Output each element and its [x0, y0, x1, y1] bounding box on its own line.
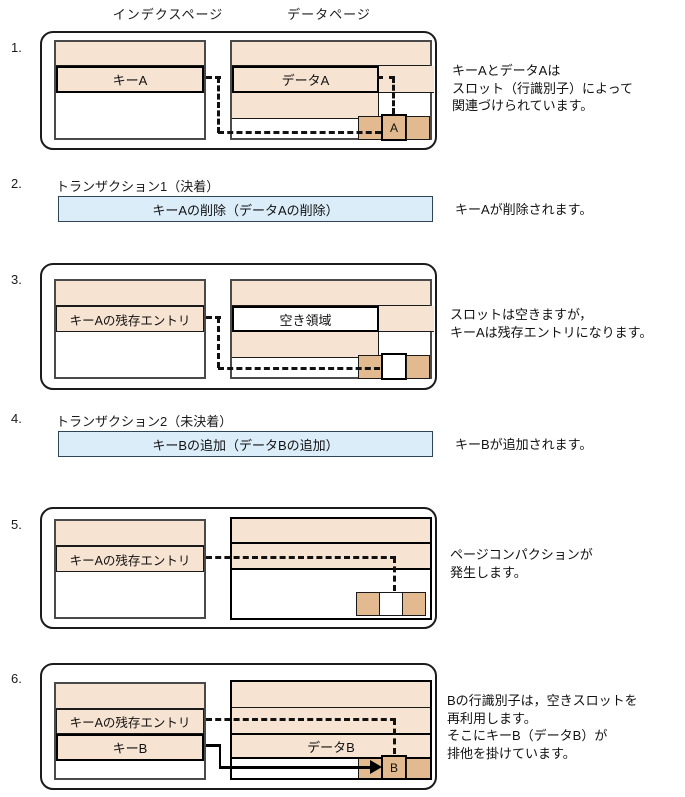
dashed-link	[217, 317, 220, 368]
step3-residual-entry-box: キーAの残存エントリ	[56, 306, 204, 332]
slot-right	[406, 116, 430, 140]
index-band	[56, 281, 204, 306]
step4-caption: キーBが追加されます。	[455, 437, 593, 452]
step5-caption: ページコンパクションが 発生します。	[450, 547, 593, 580]
step3-panel: キーAの残存エントリ 空き領域	[40, 263, 437, 390]
data-band	[232, 42, 430, 66]
data-band-right	[379, 66, 434, 93]
arrow-line	[206, 744, 221, 747]
dashed-link	[218, 131, 381, 134]
step3-free-area-box: 空き領域	[232, 306, 379, 332]
data-band	[232, 519, 430, 544]
slot-right	[406, 355, 430, 379]
step1-data-a-box: データA	[232, 66, 379, 93]
arrow-head	[370, 760, 382, 774]
step5-data-page	[230, 517, 432, 620]
step6-data-b-box: データB	[232, 733, 430, 759]
step6-index-page: キーAの残存エントリ キーB	[54, 682, 206, 780]
data-band-lower	[232, 332, 379, 358]
step3-caption: スロットは空きますが， キーAは残存エントリになります。	[450, 307, 653, 340]
step4-action-box: キーBの追加（データBの追加）	[58, 431, 433, 457]
dashed-link	[377, 75, 395, 79]
data-band	[232, 281, 430, 306]
dashed-link	[206, 315, 221, 319]
step2-action-box: キーAの削除（データAの削除）	[58, 196, 433, 222]
dashed-link	[393, 557, 396, 591]
step3-index-page: キーAの残存エントリ	[54, 279, 206, 379]
slot-left	[356, 592, 380, 616]
step5-panel: キーAの残存エントリ	[40, 507, 437, 629]
step3-number: 3.	[11, 272, 22, 287]
slot-left	[358, 116, 382, 140]
dashed-link	[217, 77, 220, 133]
dashed-link	[206, 75, 221, 79]
data-band-right	[379, 306, 434, 332]
step1-slot-a: A	[381, 114, 407, 141]
data-band-lower	[232, 93, 379, 119]
step6-residual-entry-box: キーAの残存エントリ	[56, 709, 204, 734]
index-band	[56, 521, 204, 546]
index-band	[56, 684, 204, 709]
index-page-header: インデクスページ	[112, 7, 224, 22]
step6-key-b-box: キーB	[56, 734, 204, 761]
step2-caption: キーAが削除されます。	[455, 202, 593, 217]
data-band	[232, 682, 430, 708]
step1-number: 1.	[11, 40, 22, 55]
step1-key-a-box: キーA	[56, 66, 204, 93]
step3-empty-slot	[381, 353, 407, 380]
index-band	[56, 42, 204, 66]
dashed-link	[206, 555, 396, 559]
step1-panel: キーA データA A	[40, 31, 437, 150]
dashed-link	[218, 366, 380, 370]
dashed-link	[392, 77, 395, 114]
step2-transaction-title: トランザクション1（決着）	[56, 179, 220, 194]
step5-number: 5.	[11, 517, 22, 532]
dashed-link	[393, 719, 396, 754]
step5-residual-entry-box: キーAの残存エントリ	[56, 546, 204, 572]
arrow-line	[218, 744, 222, 768]
step3-data-page: 空き領域	[230, 279, 434, 380]
step6-panel: キーAの残存エントリ キーB データB B	[40, 663, 437, 790]
step1-data-page: データA A	[230, 40, 434, 141]
step6-slot-b: B	[381, 755, 407, 780]
step2-number: 2.	[11, 176, 22, 191]
step4-number: 4.	[11, 411, 22, 426]
step6-data-page: データB B	[230, 680, 432, 780]
step1-index-page: キーA	[54, 40, 206, 140]
step5-index-page: キーAの残存エントリ	[54, 519, 206, 619]
arrow-line	[218, 766, 374, 769]
step1-caption: キーAとデータAは スロット（行識別子）によって 関連づけられています。	[452, 63, 633, 113]
step4-transaction-title: トランザクション2（未決着）	[56, 414, 233, 429]
step6-caption: Bの行識別子は，空きスロットを 再利用します。 そこにキーB（データB）が 排他…	[447, 693, 638, 761]
slot-right	[402, 592, 426, 616]
data-page-header: データページ	[287, 7, 371, 22]
dashed-link	[206, 717, 396, 721]
slot-right	[406, 759, 430, 778]
data-band-2	[232, 708, 430, 733]
step5-empty-slot	[379, 592, 403, 616]
step6-number: 6.	[11, 671, 22, 686]
